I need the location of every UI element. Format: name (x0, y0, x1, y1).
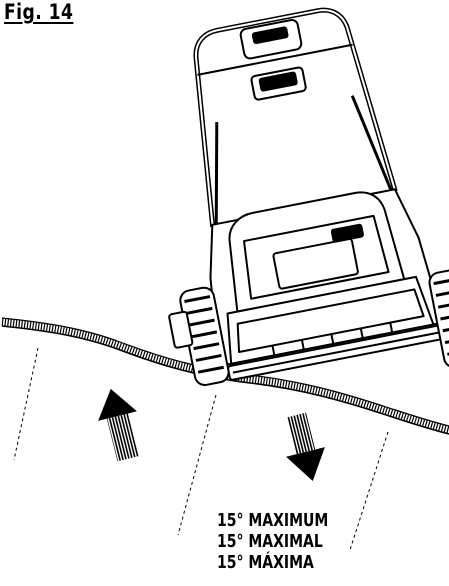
caption-line-english: 15° MAXIMUM (217, 511, 329, 531)
caption-line-german: 15° MAXIMAL (217, 532, 323, 552)
arrow-down-icon (286, 412, 325, 482)
figure-label: Fig. 14 (4, 0, 74, 24)
lawn-mower (168, 7, 449, 386)
caption-line-spanish: 15° MÁXIMA (217, 553, 314, 573)
arrow-up-icon (98, 388, 139, 462)
slope-limit-caption: 15° MAXIMUM 15° MAXIMAL 15° MÁXIMA (217, 511, 328, 574)
slope-reference-lines (13, 347, 389, 551)
